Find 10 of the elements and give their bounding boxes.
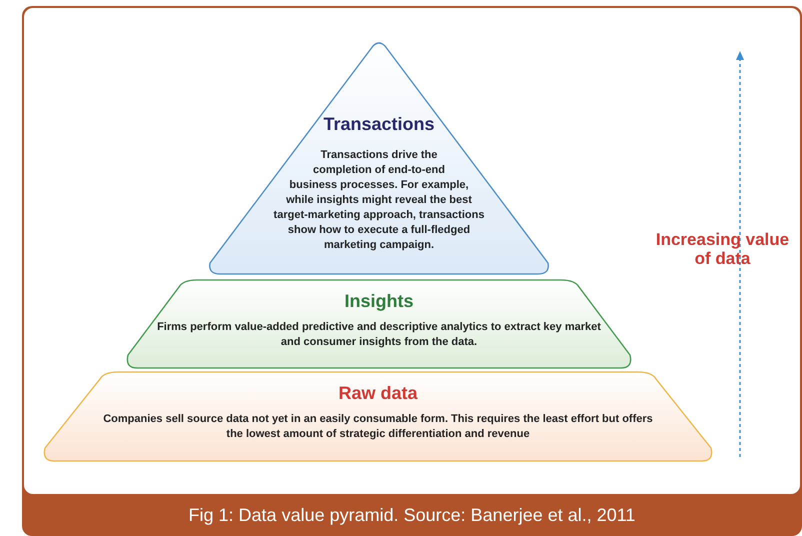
pyramid-tier xyxy=(42,371,714,462)
pyramid-tier xyxy=(208,40,550,275)
tier-title: Raw data xyxy=(337,383,419,404)
tier-description: Companies sell source data not yet in an easily consumable form. This requires the least effort but offers the lowest amount of strategic differentiation and revenue xyxy=(102,412,654,442)
figure-caption: Fig 1: Data value pyramid. Source: Banerjee et al., 2011 xyxy=(188,504,636,527)
tier-description: Firms perform value-added predictive and descriptive analytics to extract key market and consumer insights from the data. xyxy=(156,320,602,350)
tier-title: Insights xyxy=(343,291,414,312)
tier-title: Transactions xyxy=(322,114,436,135)
tier-description: Transactions drive the completion of end-to-end business processes. For example, while insights might reveal the best target-marketing approach, transactions show how to execute a full-fledged marketing campaign. xyxy=(272,148,486,253)
axis-label: Increasing value of data xyxy=(655,230,790,268)
